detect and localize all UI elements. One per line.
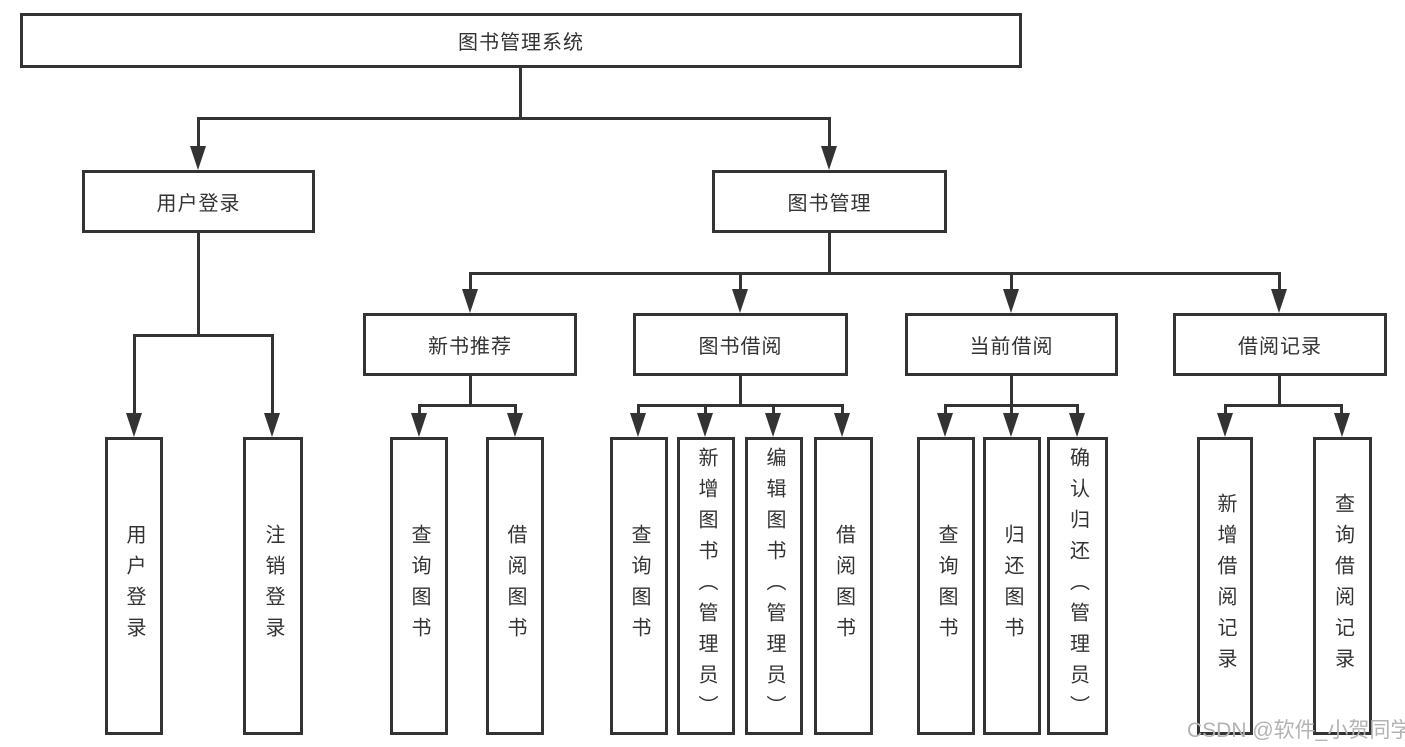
leaf-label: 归还图书 <box>1001 524 1023 648</box>
node-leaf-bb-add-book-admin: 新增图书（管理员） <box>677 437 735 735</box>
connector-line <box>519 67 522 119</box>
node-leaf-cb-query-book: 查询图书 <box>917 437 975 735</box>
leaf-label: 注销登录 <box>262 524 284 648</box>
connector-line <box>1010 404 1013 415</box>
leaf-label: 新增图书（管理员） <box>695 446 717 726</box>
connector-line <box>1224 404 1342 407</box>
node-leaf-user-login: 用户登录 <box>105 437 163 735</box>
node-leaf-bb-edit-book-admin: 编辑图书（管理员） <box>745 437 803 735</box>
node-leaf-cb-return-book: 归还图书 <box>983 437 1041 735</box>
leaf-label: 编辑图书（管理员） <box>763 446 785 726</box>
arrow-down-icon <box>190 146 206 170</box>
arrow-down-icon <box>834 413 850 437</box>
leaf-label: 查询图书 <box>628 524 650 648</box>
connector-line <box>418 404 421 415</box>
arrow-down-icon <box>1217 413 1233 437</box>
connector-line <box>133 334 136 414</box>
leaf-label: 借阅图书 <box>504 524 526 648</box>
leaf-label: 新增借阅记录 <box>1214 493 1236 679</box>
leaf-label: 查询图书 <box>935 524 957 648</box>
connector-line <box>418 404 517 407</box>
connector-line <box>1010 376 1013 406</box>
connector-line <box>1340 404 1343 415</box>
connector-line <box>197 233 200 336</box>
arrow-down-icon <box>411 413 427 437</box>
leaf-label: 确认归还（管理员） <box>1066 446 1089 726</box>
arrow-down-icon <box>1069 413 1085 437</box>
arrow-down-icon <box>1271 289 1287 313</box>
connector-line <box>469 272 1281 275</box>
arrow-down-icon <box>765 413 781 437</box>
arrow-down-icon <box>126 413 142 437</box>
connector-line <box>469 272 472 292</box>
arrow-down-icon <box>821 146 837 170</box>
arrow-down-icon <box>264 413 280 437</box>
arrow-down-icon <box>1003 289 1019 313</box>
connector-line <box>514 404 517 415</box>
connector-line <box>1278 376 1281 406</box>
connector-line <box>944 404 947 415</box>
leaf-label: 查询图书 <box>408 524 430 648</box>
connector-line <box>828 117 831 150</box>
connector-line <box>1224 404 1227 415</box>
node-user-login: 用户登录 <box>82 170 315 233</box>
node-leaf-nbr-borrow-book: 借阅图书 <box>486 437 544 735</box>
leaf-label: 查询借阅记录 <box>1331 493 1354 679</box>
connector-line <box>1076 404 1079 415</box>
node-leaf-br-add-record: 新增借阅记录 <box>1197 437 1253 735</box>
arrow-down-icon <box>630 413 646 437</box>
connector-line <box>828 233 831 274</box>
connector-line <box>1010 272 1013 292</box>
connector-line <box>704 404 707 415</box>
arrow-down-icon <box>462 289 478 313</box>
node-leaf-bb-query-book: 查询图书 <box>610 437 668 735</box>
connector-line <box>739 376 742 406</box>
node-book-borrow: 图书借阅 <box>633 313 848 376</box>
node-new-book-rec: 新书推荐 <box>363 313 577 376</box>
node-leaf-br-query-record: 查询借阅记录 <box>1313 437 1372 735</box>
connector-line <box>133 334 274 337</box>
leaf-label: 用户登录 <box>123 524 145 648</box>
connector-line <box>1278 272 1281 292</box>
connector-line <box>197 117 831 120</box>
arrow-down-icon <box>1334 413 1350 437</box>
connector-line <box>637 404 640 415</box>
connector-line <box>739 272 742 292</box>
arrow-down-icon <box>697 413 713 437</box>
connector-line <box>841 404 844 415</box>
connector-line <box>772 404 775 415</box>
node-leaf-bb-borrow-book: 借阅图书 <box>814 437 873 735</box>
node-root: 图书管理系统 <box>20 13 1022 68</box>
node-leaf-logout: 注销登录 <box>243 437 303 735</box>
arrow-down-icon <box>732 289 748 313</box>
node-current-borrow: 当前借阅 <box>905 313 1118 376</box>
connector-line <box>271 334 274 414</box>
arrow-down-icon <box>507 413 523 437</box>
arrow-down-icon <box>937 413 953 437</box>
connector-line <box>197 117 200 150</box>
leaf-label: 借阅图书 <box>832 524 855 648</box>
node-book-mgmt: 图书管理 <box>712 170 947 233</box>
node-leaf-cb-confirm-return-admin: 确认归还（管理员） <box>1047 437 1108 735</box>
node-borrow-record: 借阅记录 <box>1173 313 1387 376</box>
node-leaf-nbr-query-book: 查询图书 <box>390 437 448 735</box>
csdn-watermark: CSDN @软件_小贺同学 <box>1187 719 1405 742</box>
connector-line <box>469 376 472 406</box>
arrow-down-icon <box>1003 413 1019 437</box>
connector-line <box>637 404 844 407</box>
